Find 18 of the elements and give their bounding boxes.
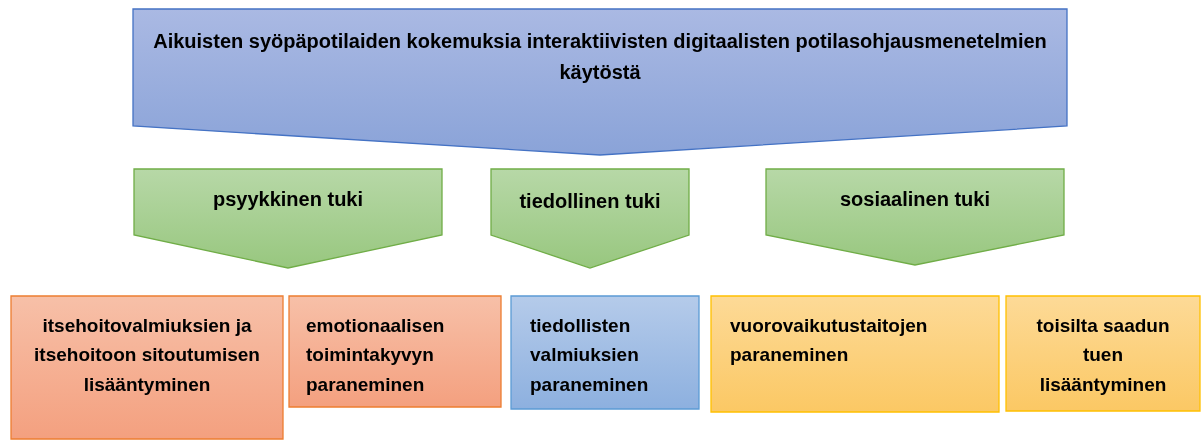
category-box — [10, 295, 284, 440]
chevron-shape — [132, 8, 1068, 156]
node-text: sosiaalinen tuki — [838, 187, 992, 212]
category-box — [1005, 295, 1201, 412]
category-box — [710, 295, 1000, 413]
node-text: vuorovaikutustaitojen paraneminen — [730, 314, 929, 368]
category-box — [288, 295, 502, 408]
node-text: tiedollisten valmiuksien paraneminen — [530, 314, 650, 397]
chevron-shape — [133, 168, 443, 269]
category-box — [510, 295, 700, 410]
node-text: toisilta saadun tuen lisääntyminen — [1035, 314, 1171, 397]
node-text: Aikuisten syöpäpotilaiden kokemuksia interaktiivisten digitaalisten potilasohjausmenetelmien käytöstä — [152, 29, 1048, 85]
node-text: psyykkinen tuki — [211, 187, 365, 212]
node-text: tiedollinen tuki — [518, 189, 662, 214]
chevron-shape — [765, 168, 1065, 266]
chevron-shape — [490, 168, 690, 269]
node-text: itsehoitovalmiuksien ja itsehoitoon sitoutumisen lisääntyminen — [33, 314, 261, 397]
node-text: emotionaalisen toimintakyvyn paraneminen — [306, 314, 446, 397]
